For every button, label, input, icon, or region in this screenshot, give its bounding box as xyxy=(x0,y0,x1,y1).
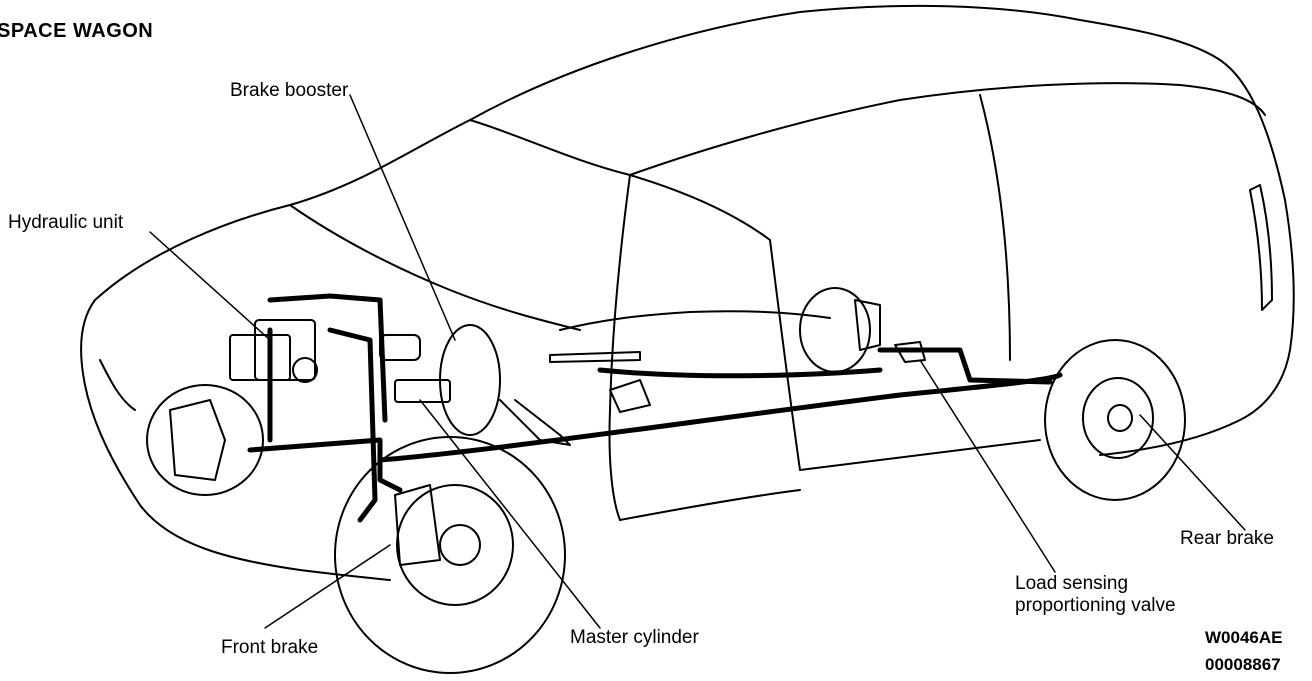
label-brake-booster: Brake booster xyxy=(230,80,349,101)
vehicle-body-outline xyxy=(80,4,1295,581)
brake-lines xyxy=(247,293,1063,523)
brake-components xyxy=(169,299,926,566)
label-master-cylinder: Master cylinder xyxy=(570,627,699,648)
label-load-sensing-line2: proportioning valve xyxy=(1015,595,1176,616)
diagram-title: SPACE WAGON xyxy=(0,20,154,42)
figure-number: 00008867 xyxy=(1205,655,1281,674)
figure-code: W0046AE xyxy=(1205,628,1283,647)
label-hydraulic-unit: Hydraulic unit xyxy=(8,212,124,233)
label-front-brake: Front brake xyxy=(221,637,319,658)
label-rear-brake: Rear brake xyxy=(1180,528,1274,549)
label-load-sensing-line1: Load sensing xyxy=(1015,573,1129,594)
leader-lines xyxy=(149,94,1246,629)
